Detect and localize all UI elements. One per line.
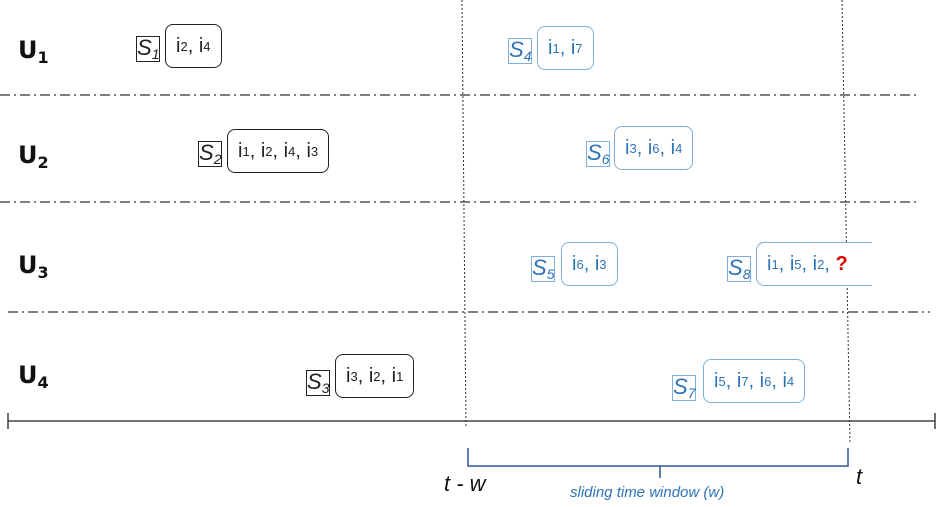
session-label-s7: S7 (672, 374, 697, 401)
session-label-s6: S6 (586, 140, 611, 167)
window-start-line (461, 0, 467, 429)
window-start-label: t - w (444, 471, 486, 496)
user-label-u1: U1 (18, 36, 49, 67)
session-label-s1: S1 (136, 35, 161, 62)
session-label-s8: S8 (727, 255, 752, 282)
unknown-next-item-marker: ? (835, 252, 848, 275)
session-label-s5: S5 (531, 255, 556, 282)
window-end-label: t (856, 464, 863, 489)
window-brace (467, 448, 849, 478)
user-label-u2: U2 (18, 141, 49, 172)
session-label-s4: S4 (508, 37, 533, 64)
user-label-u3: U3 (18, 251, 49, 282)
user-label-u4: U4 (18, 361, 49, 392)
session-label-s2: S2 (198, 140, 223, 167)
session-label-s3: S3 (306, 369, 331, 396)
window-end-line (841, 0, 851, 444)
window-caption: sliding time window (w) (570, 484, 725, 501)
